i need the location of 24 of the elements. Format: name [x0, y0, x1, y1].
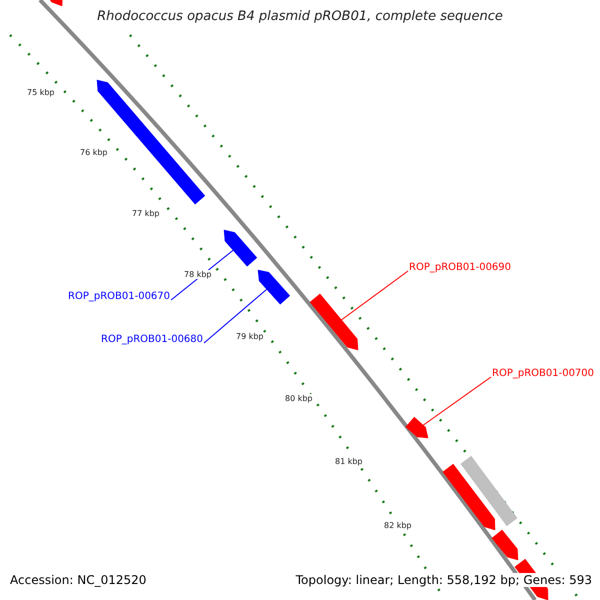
scale-label: 82 kbp — [384, 521, 412, 530]
gene-label: ROP_pROB01-00700 — [492, 368, 594, 379]
gene-label: ROP_pROB01-00680 — [101, 334, 204, 345]
scale-label: 75 kbp — [27, 88, 55, 97]
scale-label: 76 kbp — [80, 148, 108, 157]
leader-line — [204, 288, 268, 344]
sequence-info: Topology: linear; Length: 558,192 bp; Genes: 593 — [296, 573, 592, 587]
leader-line — [422, 376, 492, 426]
gene-block — [405, 416, 428, 438]
leader-line — [341, 270, 408, 320]
gene-label: ROP_pROB01-00670 — [68, 291, 170, 302]
gene-block — [258, 270, 290, 305]
gene-block — [442, 464, 496, 530]
title: Rhodococcus opacus B4 plasmid pROB01, complete sequence — [96, 9, 504, 24]
accession-text: Accession: NC_012520 — [10, 573, 146, 587]
gene-block — [224, 230, 258, 267]
scale-label: 78 kbp — [184, 270, 212, 279]
scale-label: 81 kbp — [335, 457, 363, 466]
gene-block — [460, 456, 518, 526]
gene-label: ROP_pROB01-00690 — [409, 262, 512, 273]
gene-block — [310, 294, 358, 350]
gene-block — [492, 530, 518, 560]
scale-label: 79 kbp — [236, 332, 264, 341]
scale-label: 80 kbp — [285, 394, 313, 403]
